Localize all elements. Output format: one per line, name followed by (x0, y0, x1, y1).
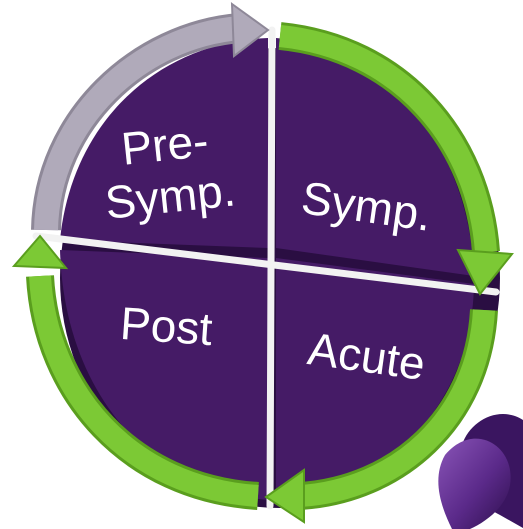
arrow-symp-to-acute (278, 22, 514, 296)
quadrant-symptomatic (276, 38, 474, 276)
arrow-shaft-pre-fill (34, 16, 242, 231)
quadrants (60, 38, 474, 500)
arrow-pre-to-symp (31, 1, 270, 231)
arrow-shaft-acute-fill (299, 309, 495, 507)
label-pre-symptomatic: Pre- Symp. (103, 114, 238, 229)
arrow-shaft-symp-fill (278, 25, 497, 253)
arrow-acute-to-post (264, 309, 498, 524)
flower-petal-icon (438, 414, 523, 529)
arrow-head-acute (264, 468, 305, 524)
stage-label-line: Pre- (119, 114, 211, 175)
divider-horizontal (32, 232, 500, 296)
arrow-post-to-pre (11, 234, 259, 510)
quadrant-acute (276, 258, 474, 500)
dividers (32, 26, 500, 510)
petal-front (438, 438, 511, 529)
quadrant-post (60, 250, 268, 500)
arrow-head-symp (456, 248, 514, 296)
stage-label-line: Post (119, 297, 215, 355)
label-post: Post (119, 297, 215, 355)
quadrant-pre-symptomatic (60, 38, 268, 248)
arrow-shaft-post-fill (29, 275, 259, 507)
arrow-head-pre (230, 1, 270, 58)
arrow-head-post (11, 234, 69, 270)
